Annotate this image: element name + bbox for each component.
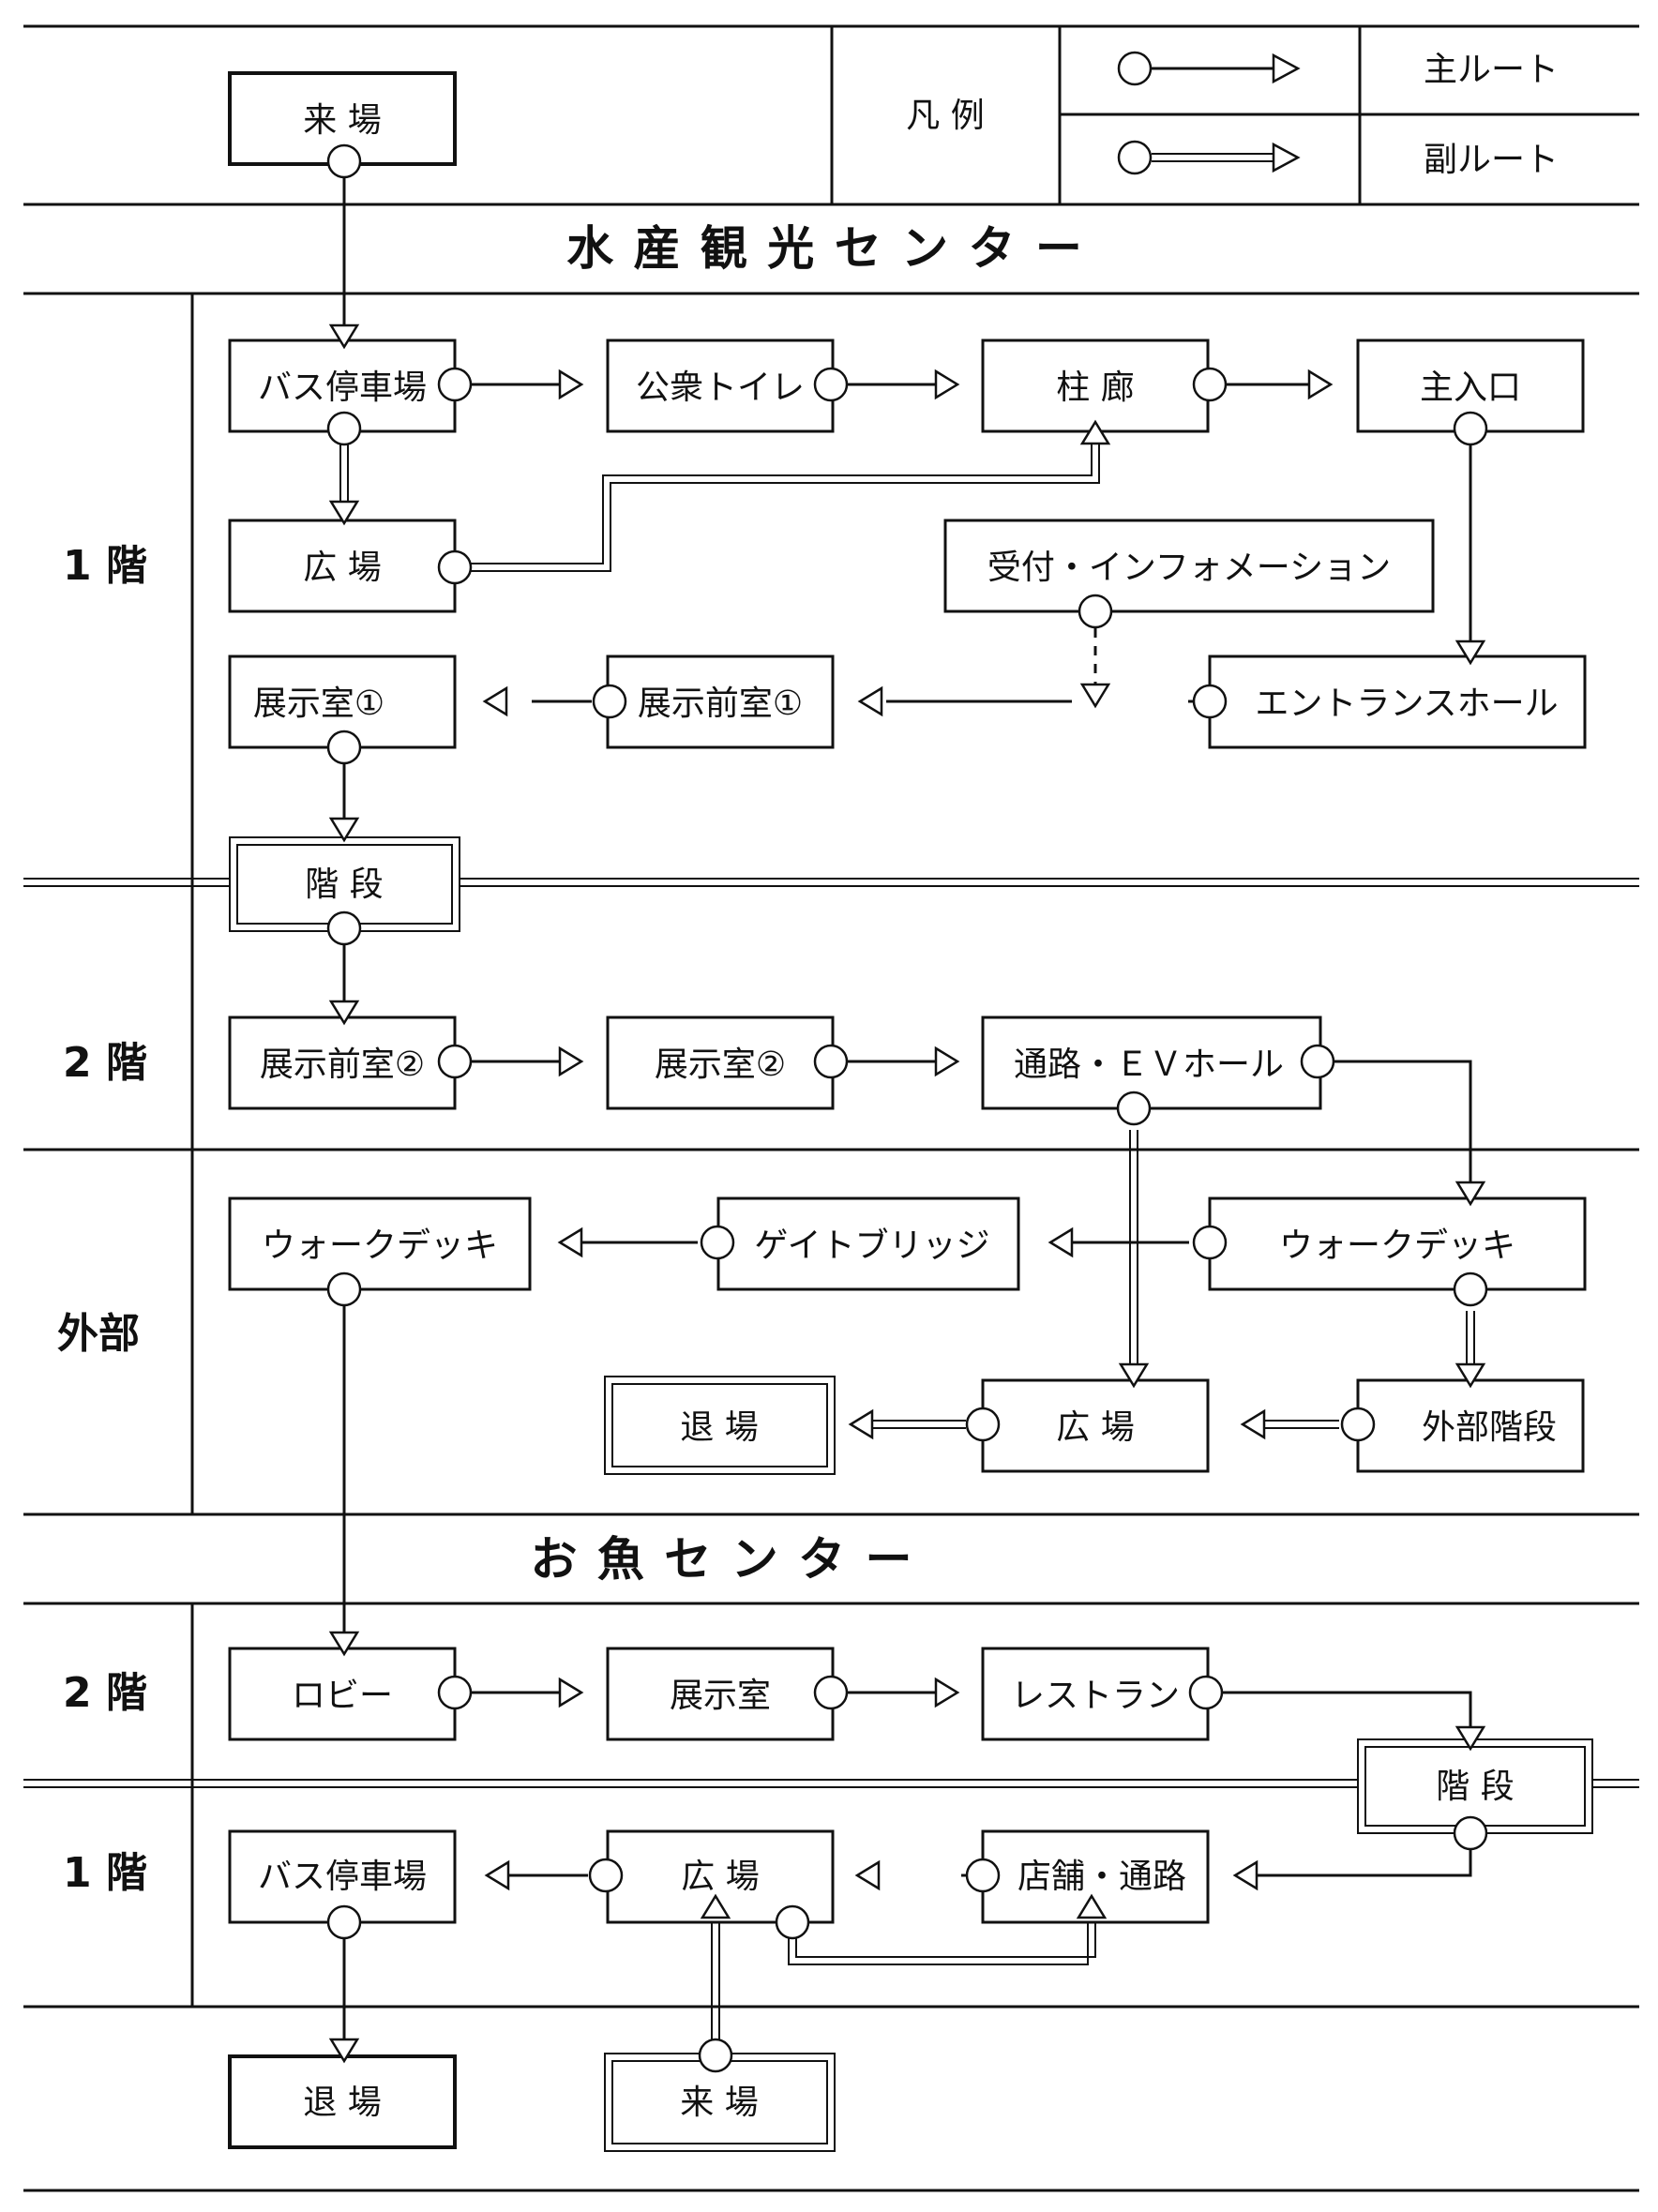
node-entrance-hall: エントランスホール bbox=[1255, 685, 1558, 723]
node-walk-deck-left: ウォークデッキ bbox=[262, 1226, 498, 1265]
floor-label-suisan-2f: 2 階 bbox=[63, 1039, 147, 1087]
node-restaurant: レストラン bbox=[1011, 1677, 1180, 1715]
floor-label-osakana-1f: 1 階 bbox=[63, 1849, 147, 1897]
node-exit-outside: 退 場 bbox=[680, 1408, 758, 1447]
node-outside-stairs: 外部階段 bbox=[1422, 1408, 1557, 1447]
legend-main-arrow bbox=[1272, 53, 1301, 84]
node-anteroom-2: 展示前室② bbox=[260, 1046, 425, 1084]
main-route-lines bbox=[342, 178, 1472, 2039]
node-exhibit-room-3: 展示室 bbox=[670, 1677, 771, 1715]
node-bus-stop-1: バス停車場 bbox=[258, 369, 427, 407]
node-colonnade: 柱 廊 bbox=[1056, 369, 1134, 407]
node-entrance-bottom: 来 場 bbox=[680, 2084, 758, 2122]
node-reception-info: 受付・インフォメーション bbox=[987, 549, 1391, 587]
legend-title: 凡 例 bbox=[906, 97, 984, 135]
legend-sub-circle bbox=[1117, 140, 1153, 175]
floor-separators bbox=[23, 878, 1639, 1788]
floor-label-suisan-1f: 1 階 bbox=[63, 542, 147, 590]
floor-label-osakana-2f: 2 階 bbox=[63, 1669, 147, 1717]
sub-route-lines bbox=[339, 444, 1475, 2054]
section-lines bbox=[23, 24, 1639, 2192]
node-stairs-2: 階 段 bbox=[1436, 1768, 1514, 1806]
node-exhibit-room-1: 展示室① bbox=[253, 685, 384, 723]
floor-label-outside: 外部 bbox=[57, 1310, 140, 1358]
section-title-osakana: お 魚 セ ン タ ー bbox=[530, 1532, 913, 1587]
legend-main-circle bbox=[1117, 51, 1153, 86]
node-plaza-1f-osakana: 広 場 bbox=[681, 1858, 759, 1896]
double-boxes bbox=[229, 836, 1593, 2152]
node-exhibit-room-2: 展示室② bbox=[655, 1046, 786, 1084]
legend-main-label: 主ルート bbox=[1424, 51, 1559, 89]
route-circles bbox=[326, 143, 1488, 2073]
node-shops-passage: 店舗・通路 bbox=[1017, 1858, 1186, 1896]
node-gate-bridge: ゲイトブリッジ bbox=[754, 1226, 989, 1265]
node-bus-stop-2: バス停車場 bbox=[258, 1858, 427, 1896]
legend-sub-arrow bbox=[1272, 142, 1301, 173]
node-anteroom-1: 展示前室① bbox=[638, 685, 803, 723]
node-boxes bbox=[228, 71, 1587, 2149]
node-walk-deck-right: ウォークデッキ bbox=[1279, 1226, 1515, 1265]
legend: 凡 例 主ルート 副ルート bbox=[906, 51, 1559, 179]
node-lobby: ロビー bbox=[292, 1677, 393, 1715]
node-public-toilet: 公衆トイレ bbox=[636, 369, 805, 407]
node-plaza-outside: 広 場 bbox=[1056, 1408, 1134, 1447]
legend-sub-label: 副ルート bbox=[1424, 141, 1559, 179]
node-exit-bottom: 退 場 bbox=[303, 2084, 381, 2122]
node-main-entrance: 主入口 bbox=[1420, 369, 1521, 407]
route-arrows bbox=[328, 324, 1486, 2064]
node-stairs-1: 階 段 bbox=[305, 865, 383, 904]
section-title-suisan: 水 産 観 光 セ ン タ ー bbox=[566, 221, 1084, 276]
node-entrance-top: 来 場 bbox=[303, 101, 381, 140]
node-plaza-1f: 広 場 bbox=[303, 549, 381, 587]
node-passage-ev-hall: 通路・ＥＶホール bbox=[1014, 1046, 1284, 1084]
